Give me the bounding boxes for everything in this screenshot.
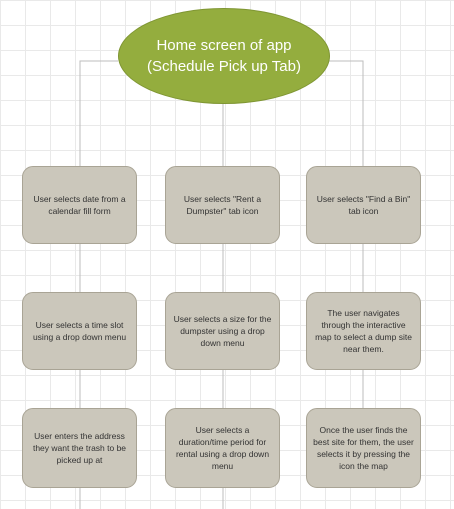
step-label: User selects a duration/time period for … [175,425,270,471]
step-enter-address[interactable]: User enters the address they want the tr… [22,408,137,488]
step-label: User selects "Find a Bin" tab icon [316,194,411,216]
connector-root-right [328,60,364,166]
step-label: User enters the address they want the tr… [32,431,127,465]
step-label: User selects date from a calendar fill f… [33,194,126,216]
step-find-bin-tab[interactable]: User selects "Find a Bin" tab icon [306,166,421,244]
step-label: User selects a size for the dumpster usi… [173,314,272,348]
step-label: The user navigates through the interacti… [315,308,412,354]
step-label: Once the user finds the best site for th… [313,425,414,471]
step-select-site[interactable]: Once the user finds the best site for th… [306,408,421,488]
step-navigate-map[interactable]: The user navigates through the interacti… [306,292,421,370]
step-select-time-slot[interactable]: User selects a time slot using a drop do… [22,292,137,370]
step-select-dumpster-size[interactable]: User selects a size for the dumpster usi… [165,292,280,370]
step-select-rental-duration[interactable]: User selects a duration/time period for … [165,408,280,488]
step-select-date[interactable]: User selects date from a calendar fill f… [22,166,137,244]
root-node-label: Home screen of app (Schedule Pick up Tab… [147,37,301,75]
step-rent-dumpster-tab[interactable]: User selects "Rent a Dumpster" tab icon [165,166,280,244]
step-label: User selects "Rent a Dumpster" tab icon [183,194,262,216]
step-label: User selects a time slot using a drop do… [32,320,127,342]
connector-root-left [79,60,118,166]
root-node-home-screen[interactable]: Home screen of app (Schedule Pick up Tab… [118,8,330,104]
